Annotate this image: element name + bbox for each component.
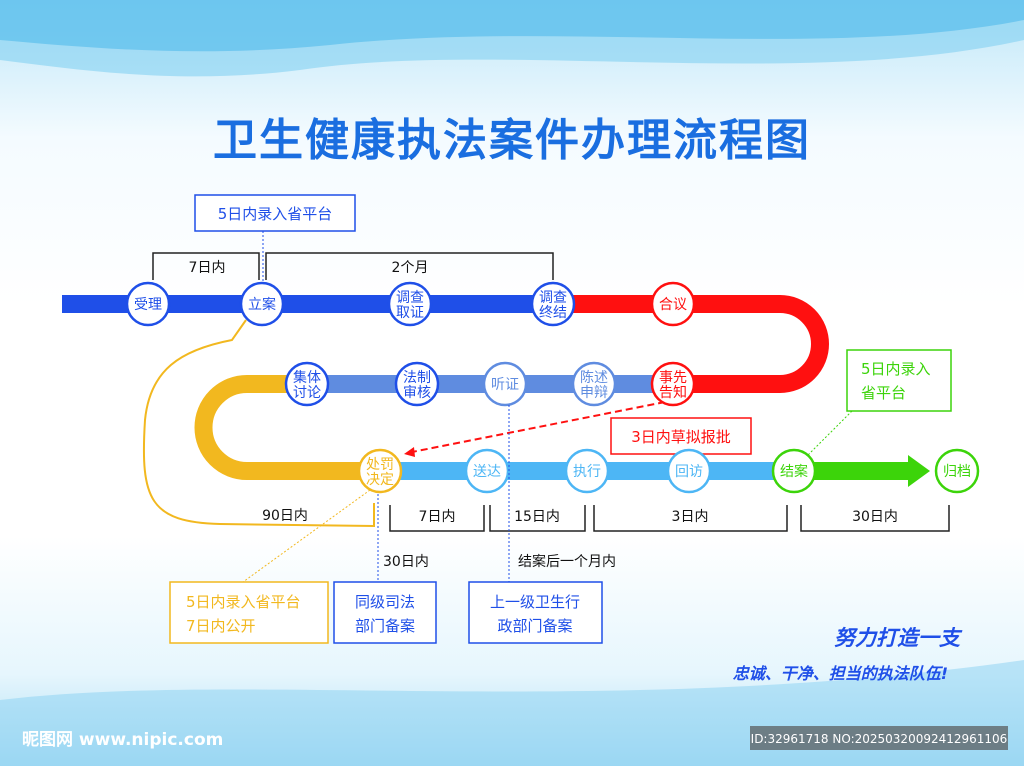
duration-label: 90日内	[262, 508, 308, 524]
svg-text:归档: 归档	[943, 463, 971, 480]
node-huifang: 回访	[666, 448, 712, 494]
bracket-2m	[265, 252, 554, 280]
svg-text:调查: 调查	[539, 290, 567, 306]
watermark-id-box	[750, 726, 1008, 750]
node-shouli: 受理	[125, 281, 171, 327]
duration-label: 7日内	[189, 260, 226, 276]
svg-text:立案: 立案	[248, 296, 276, 313]
line-90d	[142, 319, 375, 528]
note-box-judicial	[333, 581, 437, 644]
duration-label: 30日内	[852, 509, 898, 525]
svg-text:送达: 送达	[473, 464, 501, 480]
note-box-yellow	[169, 581, 329, 644]
svg-text:取证: 取证	[396, 305, 424, 321]
note-box-red	[610, 417, 752, 455]
connector-red	[411, 401, 666, 453]
note-superior-1: 上一级卫生行	[490, 593, 580, 611]
connector	[807, 410, 853, 456]
note-box-green	[846, 349, 952, 412]
arrow-icon	[908, 455, 930, 487]
svg-text:调查: 调查	[396, 290, 424, 306]
svg-text:陈述: 陈述	[580, 369, 608, 386]
note-green-2: 省平台	[861, 384, 906, 402]
note-box-superior	[468, 581, 603, 644]
svg-text:讨论: 讨论	[293, 385, 321, 401]
svg-text:处罚: 处罚	[366, 457, 394, 473]
node-guidang: 归档	[934, 448, 980, 494]
node-heyi: 合议	[650, 281, 696, 327]
bracket	[389, 505, 485, 532]
track-red	[553, 295, 829, 393]
note-green-1: 5日内录入	[861, 360, 931, 378]
note-judicial-2: 部门备案	[355, 617, 415, 635]
note-yellow-2: 7日内公开	[186, 617, 256, 635]
svg-text:受理: 受理	[134, 297, 162, 313]
arrowhead-icon	[404, 447, 415, 457]
node-lian: 立案	[239, 281, 285, 327]
bracket	[593, 505, 788, 532]
bracket-7d	[152, 252, 260, 280]
duration-label: 15日内	[514, 509, 560, 525]
node-songda: 送达	[464, 448, 510, 494]
svg-text:合议: 合议	[659, 297, 687, 313]
svg-text:审核: 审核	[403, 385, 431, 401]
bracket	[489, 505, 586, 532]
watermark-id: ID:32961718 NO:20250320092412961106	[751, 732, 1008, 746]
note-box-top	[194, 194, 356, 232]
slogan-1: 努力打造一支	[834, 626, 963, 650]
track-yellow	[194, 375, 380, 480]
svg-text:结案: 结案	[780, 463, 808, 480]
note-judicial-1: 同级司法	[355, 593, 415, 611]
node-tingzheng: 听证	[482, 361, 528, 407]
svg-text:听证: 听证	[491, 377, 519, 393]
note-top: 5日内录入省平台	[218, 205, 333, 223]
svg-text:集体: 集体	[293, 369, 321, 386]
svg-text:法制: 法制	[403, 370, 431, 386]
duration-label: 3日内	[672, 509, 709, 525]
svg-text:终结: 终结	[539, 305, 567, 321]
duration-label: 结案后一个月内	[518, 553, 616, 570]
note-red: 3日内草拟报批	[631, 428, 731, 446]
duration-label: 7日内	[419, 509, 456, 525]
svg-text:告知: 告知	[659, 384, 687, 401]
node-zhixing: 执行	[564, 448, 610, 494]
watermark-site: 昵图网 www.nipic.com	[22, 730, 223, 750]
page-title: 卫生健康执法案件办理流程图	[213, 115, 811, 166]
connector	[242, 489, 371, 583]
note-superior-2: 政部门备案	[497, 617, 572, 635]
svg-text:决定: 决定	[366, 472, 394, 488]
node-jiean: 结案	[771, 448, 817, 494]
note-yellow-1: 5日内录入省平台	[186, 593, 301, 611]
svg-text:执行: 执行	[573, 464, 601, 480]
svg-text:回访: 回访	[675, 464, 703, 480]
svg-text:申辩: 申辩	[580, 385, 608, 401]
wave-top-dark	[0, 0, 1024, 52]
bracket	[800, 505, 950, 532]
svg-text:事先: 事先	[659, 370, 687, 386]
duration-label: 30日内	[383, 554, 429, 570]
duration-label: 2个月	[392, 260, 429, 276]
slogan-2: 忠诚、干净、担当的执法队伍!	[733, 664, 948, 683]
